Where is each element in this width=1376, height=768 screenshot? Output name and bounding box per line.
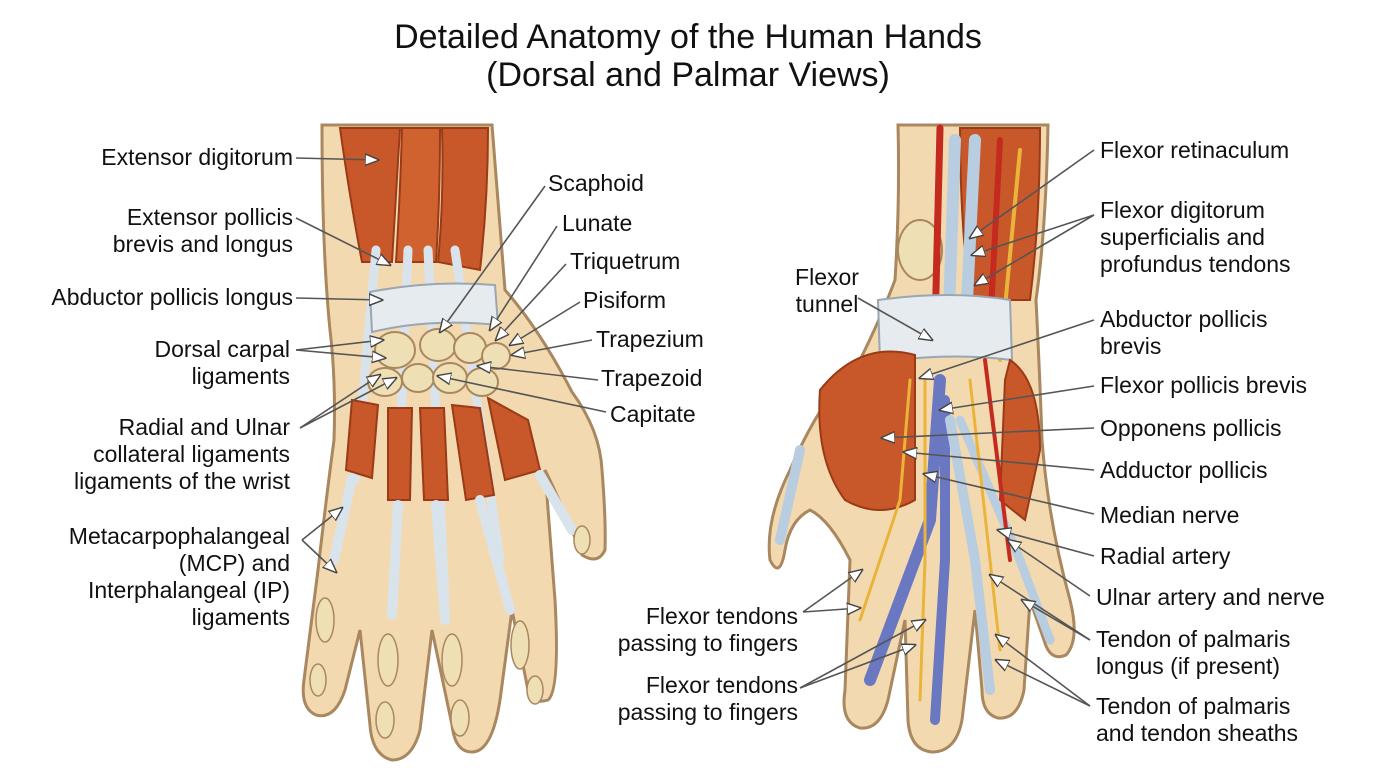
label-line: longus (if present) [1096, 653, 1281, 679]
label-line: Flexor pollicis brevis [1100, 372, 1308, 398]
title-line-2: (Dorsal and Palmar Views) [486, 56, 890, 94]
dorsal-hand-illustration [301, 123, 607, 762]
label-mcp-ip-ligaments: Metacarpophalangeal (MCP) and Interphala… [69, 523, 290, 631]
label-line: ligaments of the wrist [73, 468, 290, 494]
label-line: Flexor tendons [645, 603, 798, 629]
label-line: Flexor [795, 264, 859, 290]
label-capitate: Capitate [610, 401, 696, 428]
dorsal-hand-outline [301, 123, 607, 762]
label-line: superficialis and [1100, 224, 1265, 250]
label-line: Flexor retinaculum [1100, 137, 1290, 163]
label-line: Radial artery [1100, 543, 1231, 569]
label-line: Tendon of palmaris [1096, 693, 1291, 719]
label-flexor-pollicis-brevis: Flexor pollicis brevis [1100, 372, 1307, 399]
label-line: and tendon sheaths [1096, 720, 1299, 746]
label-extensor-pollicis: Extensor pollicis brevis and longus [113, 204, 293, 258]
label-line: Metacarpophalangeal [68, 523, 290, 549]
label-line: Radial and Ulnar [118, 414, 290, 440]
label-abductor-pollicis-longus: Abductor pollicis longus [51, 284, 293, 311]
label-line: Ulnar artery and nerve [1096, 584, 1325, 610]
label-radial-artery: Radial artery [1100, 543, 1230, 570]
label-line: collateral ligaments [93, 441, 290, 467]
label-opponens-pollicis: Opponens pollicis [1100, 415, 1282, 442]
label-adductor-pollicis: Adductor pollicis [1100, 457, 1267, 484]
leader-lines [295, 149, 1095, 707]
label-extensor-digitorum: Extensor digitorum [101, 144, 293, 171]
label-abductor-pollicis-brevis: Abductor pollicis brevis [1100, 306, 1267, 360]
label-line: Interphalangeal (IP) [87, 577, 290, 603]
label-trapezoid: Trapezoid [601, 365, 702, 392]
diagram-title: Detailed Anatomy of the Human Hands (Dor… [0, 18, 1376, 94]
label-line: (MCP) and [178, 550, 290, 576]
label-line: Adductor pollicis [1100, 457, 1268, 483]
label-line: Scaphoid [548, 170, 644, 196]
label-ulnar-artery-nerve: Ulnar artery and nerve [1096, 584, 1325, 611]
label-line: passing to fingers [617, 699, 798, 725]
label-line: Triquetrum [570, 248, 681, 274]
label-line: Capitate [610, 401, 696, 427]
label-line: brevis and longus [112, 231, 293, 257]
label-line: brevis [1100, 333, 1162, 359]
label-dorsal-carpal-ligaments: Dorsal carpal ligaments [155, 336, 291, 390]
label-lunate: Lunate [562, 210, 632, 237]
label-tendon-palmaris-longus: Tendon of palmaris longus (if present) [1096, 626, 1290, 680]
label-line: Extensor digitorum [101, 144, 293, 170]
label-line: Flexor digitorum [1100, 197, 1265, 223]
title-line-1: Detailed Anatomy of the Human Hands [394, 18, 982, 56]
label-scaphoid: Scaphoid [548, 170, 644, 197]
label-line: Abductor pollicis longus [51, 284, 293, 310]
label-line: Dorsal carpal [154, 336, 291, 362]
label-line: ligaments [191, 363, 290, 389]
label-line: Flexor tendons [645, 672, 798, 698]
label-flexor-retinaculum: Flexor retinaculum [1100, 137, 1289, 164]
label-line: Median nerve [1100, 502, 1240, 528]
label-pisiform: Pisiform [583, 287, 666, 314]
label-line: Tendon of palmaris [1096, 626, 1291, 652]
label-trapezium: Trapezium [596, 326, 704, 353]
label-line: profundus tendons [1100, 251, 1291, 277]
label-flexor-tunnel: Flexor tunnel [772, 264, 882, 318]
label-line: Opponens pollicis [1100, 415, 1282, 441]
label-triquetrum: Triquetrum [570, 248, 680, 275]
label-collateral-ligaments: Radial and Ulnar collateral ligaments li… [74, 414, 290, 495]
palmar-hand-illustration [767, 123, 1076, 754]
label-flexor-digitorum: Flexor digitorum superficialis and profu… [1100, 197, 1291, 278]
label-line: tunnel [795, 291, 859, 317]
label-line: Lunate [562, 210, 633, 236]
label-line: Abductor pollicis [1100, 306, 1268, 332]
label-median-nerve: Median nerve [1100, 502, 1239, 529]
label-line: passing to fingers [617, 630, 798, 656]
label-line: Trapezium [596, 326, 704, 352]
label-flexor-tendons-1: Flexor tendons passing to fingers [618, 603, 798, 657]
label-line: Pisiform [583, 287, 667, 313]
label-line: Trapezoid [601, 365, 703, 391]
label-line: Extensor pollicis [126, 204, 293, 230]
label-tendon-palmaris-sheaths: Tendon of palmaris and tendon sheaths [1096, 693, 1298, 747]
label-line: ligaments [191, 604, 290, 630]
label-flexor-tendons-2: Flexor tendons passing to fingers [618, 672, 798, 726]
